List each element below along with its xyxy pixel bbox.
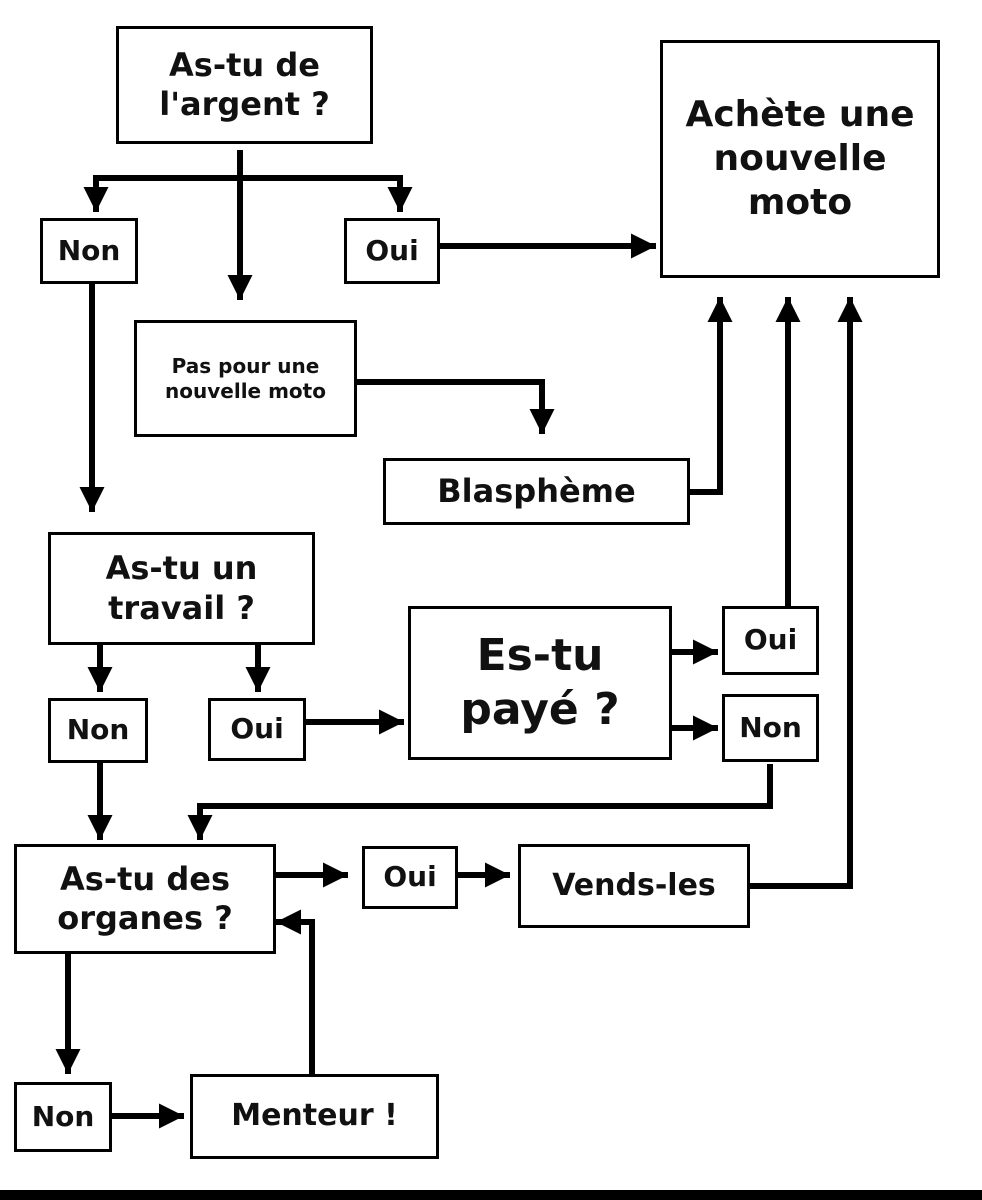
answer-job-non-label: Non — [66, 713, 130, 747]
arrow-paidnon-to-organs — [187, 764, 773, 840]
result-sell: Vends-les — [518, 844, 750, 928]
question-money-label: As-tu de l'argent ? — [159, 45, 330, 123]
answer-job-oui: Oui — [208, 698, 306, 761]
result-buy-moto: Achète une nouvelle moto — [660, 40, 940, 278]
result-liar: Menteur ! — [190, 1074, 439, 1159]
question-organs: As-tu des organes ? — [14, 844, 276, 954]
arrow-money-to-non — [83, 150, 243, 212]
result-buy-moto-label: Achète une nouvelle moto — [685, 94, 915, 223]
question-job: As-tu un travail ? — [48, 532, 315, 645]
answer-organs-non-label: Non — [31, 1099, 95, 1133]
answer-money-oui: Oui — [344, 218, 440, 284]
result-blasphemy-label: Blasphème — [437, 471, 636, 510]
answer-paid-non-label: Non — [739, 710, 802, 744]
arrow-blasphemy-to-buy — [690, 297, 733, 495]
result-blasphemy: Blasphème — [383, 458, 690, 525]
question-job-label: As-tu un travail ? — [105, 549, 258, 627]
answer-money-non-label: Non — [57, 233, 121, 267]
bottom-border — [0, 1190, 982, 1200]
question-organs-label: As-tu des organes ? — [57, 859, 233, 937]
question-paid-label: Es-tu payé ? — [460, 630, 620, 735]
arrow-sell-to-buy — [750, 297, 863, 889]
answer-money-other: Pas pour une nouvelle moto — [134, 320, 357, 437]
arrow-liar-to-organs — [276, 909, 315, 1076]
answer-job-non: Non — [48, 698, 148, 763]
question-paid: Es-tu payé ? — [408, 606, 672, 760]
result-liar-label: Menteur ! — [231, 1098, 398, 1134]
result-sell-label: Vends-les — [552, 867, 716, 903]
answer-money-non: Non — [40, 218, 138, 284]
answer-job-oui-label: Oui — [230, 712, 284, 746]
arrow-money-to-oui — [240, 175, 413, 212]
answer-money-oui-label: Oui — [365, 233, 419, 267]
answer-organs-oui-label: Oui — [383, 860, 437, 894]
arrow-other-to-blasphemy — [357, 379, 555, 434]
answer-money-other-label: Pas pour une nouvelle moto — [165, 354, 326, 403]
answer-paid-non: Non — [722, 694, 819, 762]
question-money: As-tu de l'argent ? — [116, 26, 373, 144]
answer-paid-oui-label: Oui — [743, 623, 798, 657]
answer-paid-oui: Oui — [722, 606, 819, 675]
answer-organs-oui: Oui — [362, 846, 458, 909]
answer-organs-non: Non — [14, 1082, 112, 1152]
